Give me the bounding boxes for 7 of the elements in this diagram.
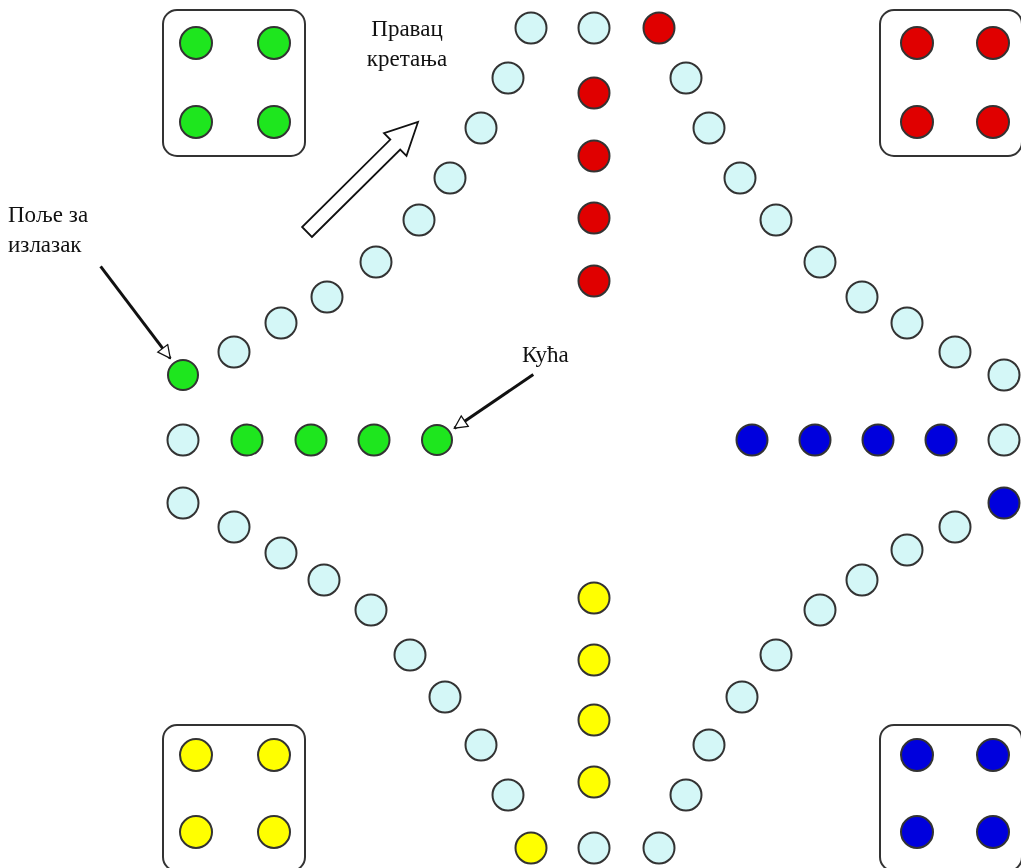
arrow — [453, 373, 535, 430]
field-circle — [167, 359, 199, 391]
arrow — [99, 265, 172, 360]
field-circle — [421, 424, 453, 456]
annotation-text: Правац кретања — [365, 15, 449, 73]
annotation-text: Поље за излазак — [8, 200, 138, 260]
annotation-text: Кућа — [522, 340, 602, 370]
